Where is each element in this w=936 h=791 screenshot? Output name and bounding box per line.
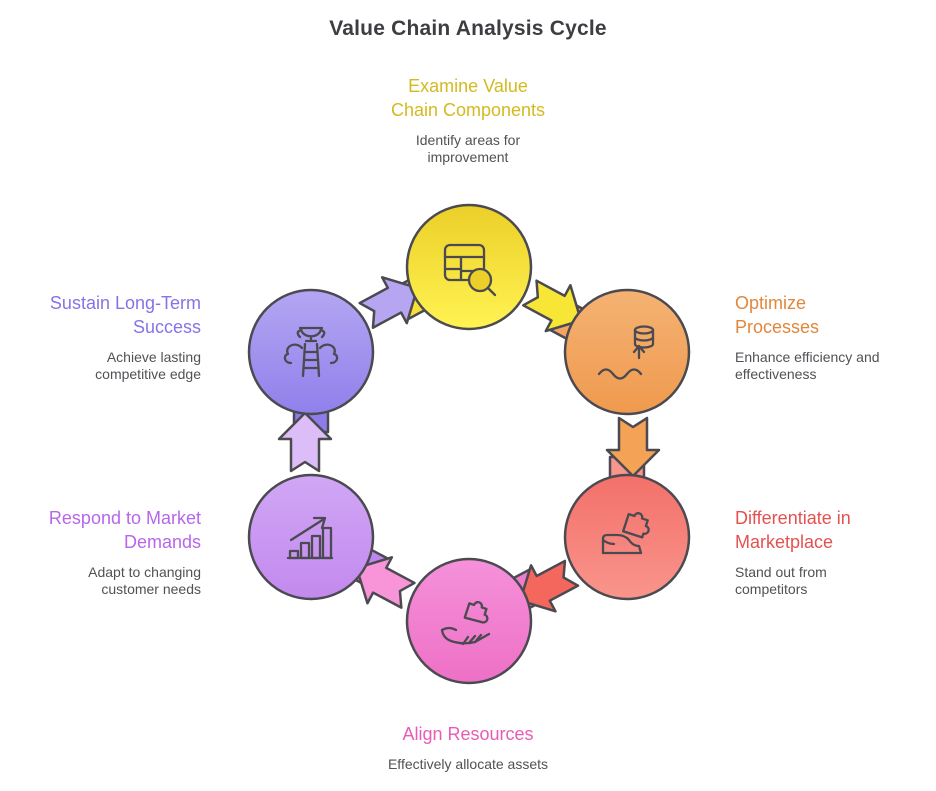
node-subtitle-examine: Identify areas for improvement: [415, 132, 521, 165]
node-subtitle-differentiate: Stand out from competitors: [735, 564, 827, 597]
node-subtitle-align: Effectively allocate assets: [387, 756, 549, 772]
node-heading-respond: Respond to Market Demands: [48, 508, 201, 552]
growth-chart-icon: [286, 516, 334, 560]
label-align: Align Resources Effectively allocate ass…: [318, 722, 618, 773]
page-title: Value Chain Analysis Cycle: [329, 17, 607, 40]
label-respond: Respond to Market Demands Adapt to chang…: [6, 506, 201, 598]
label-optimize: Optimize Processes Enhance efficiency an…: [735, 291, 930, 383]
node-heading-examine: Examine Value Chain Components: [390, 76, 546, 120]
process-optimization-icon: [597, 325, 655, 380]
node-heading-differentiate: Differentiate in Marketplace: [735, 508, 851, 552]
node-heading-align: Align Resources: [402, 724, 534, 744]
node-circle-examine: [405, 203, 533, 331]
node-circle-align: [405, 557, 533, 685]
node-subtitle-respond: Adapt to changing customer needs: [88, 564, 201, 597]
trophy-ladder-icon: [283, 326, 339, 378]
node-circles: [247, 203, 691, 685]
node-heading-optimize: Optimize Processes: [735, 293, 820, 337]
node-subtitle-optimize: Enhance efficiency and effectiveness: [735, 349, 880, 382]
node-circle-optimize: [563, 288, 691, 416]
node-heading-sustain: Sustain Long-Term Success: [49, 293, 201, 337]
hand-puzzle-icon: [440, 601, 491, 646]
label-sustain: Sustain Long-Term Success Achieve lastin…: [6, 291, 201, 383]
node-subtitle-sustain: Achieve lasting competitive edge: [95, 349, 201, 382]
puzzle-stand-icon: [601, 512, 650, 555]
table-search-icon: [443, 243, 497, 297]
label-differentiate: Differentiate in Marketplace Stand out f…: [735, 506, 930, 598]
label-examine: Examine Value Chain Components Identify …: [318, 74, 618, 166]
